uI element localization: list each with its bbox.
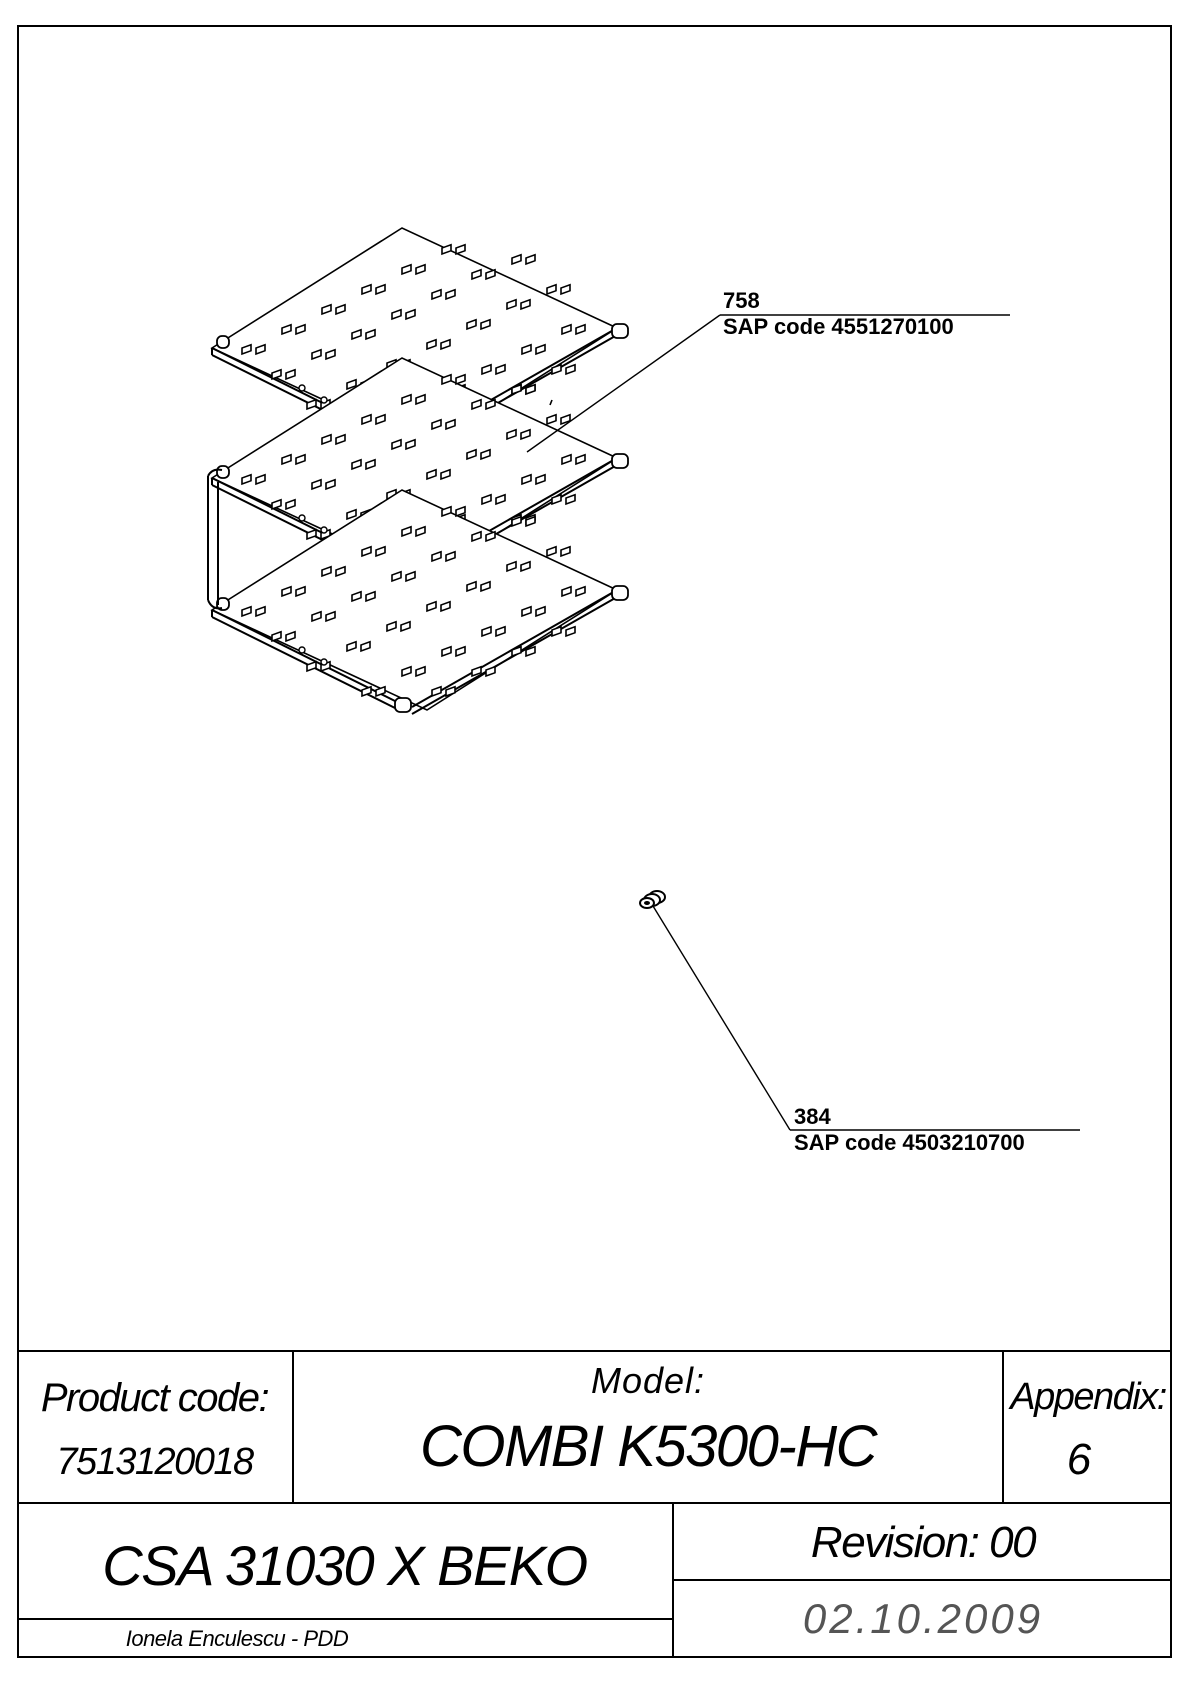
leader-line-384 <box>652 905 791 1131</box>
appendix-value: 6 <box>1066 1435 1092 1484</box>
product-code-value: 7513120018 <box>56 1440 254 1483</box>
product-code-label: Product code: <box>40 1375 270 1420</box>
title-block: Product code: 7513120018 Model: COMBI K5… <box>17 1350 1172 1658</box>
leader-line-758 <box>526 314 721 453</box>
author: Ionela Enculescu - PDD <box>125 1626 349 1651</box>
part-number: 758 <box>723 288 760 313</box>
date: 02.10.2009 <box>802 1595 1044 1642</box>
callout-758: 758 SAP code 4551270100 <box>723 288 954 340</box>
sap-code: SAP code 4551270100 <box>723 314 954 339</box>
drawing-sheet <box>17 25 1172 1658</box>
product-name: CSA 31030 X BEKO <box>102 1533 588 1597</box>
appendix-label: Appendix: <box>1010 1375 1167 1418</box>
revision: Revision: 00 <box>810 1518 1037 1567</box>
callout-384: 384 SAP code 4503210700 <box>794 1104 1025 1156</box>
model-label: Model: <box>590 1360 706 1401</box>
screw-part-384 <box>639 890 666 909</box>
sap-code: SAP code 4503210700 <box>794 1130 1025 1155</box>
model-value: COMBI K5300-HC <box>419 1413 878 1479</box>
shelf-bottom <box>212 490 628 714</box>
part-number: 384 <box>794 1104 831 1129</box>
